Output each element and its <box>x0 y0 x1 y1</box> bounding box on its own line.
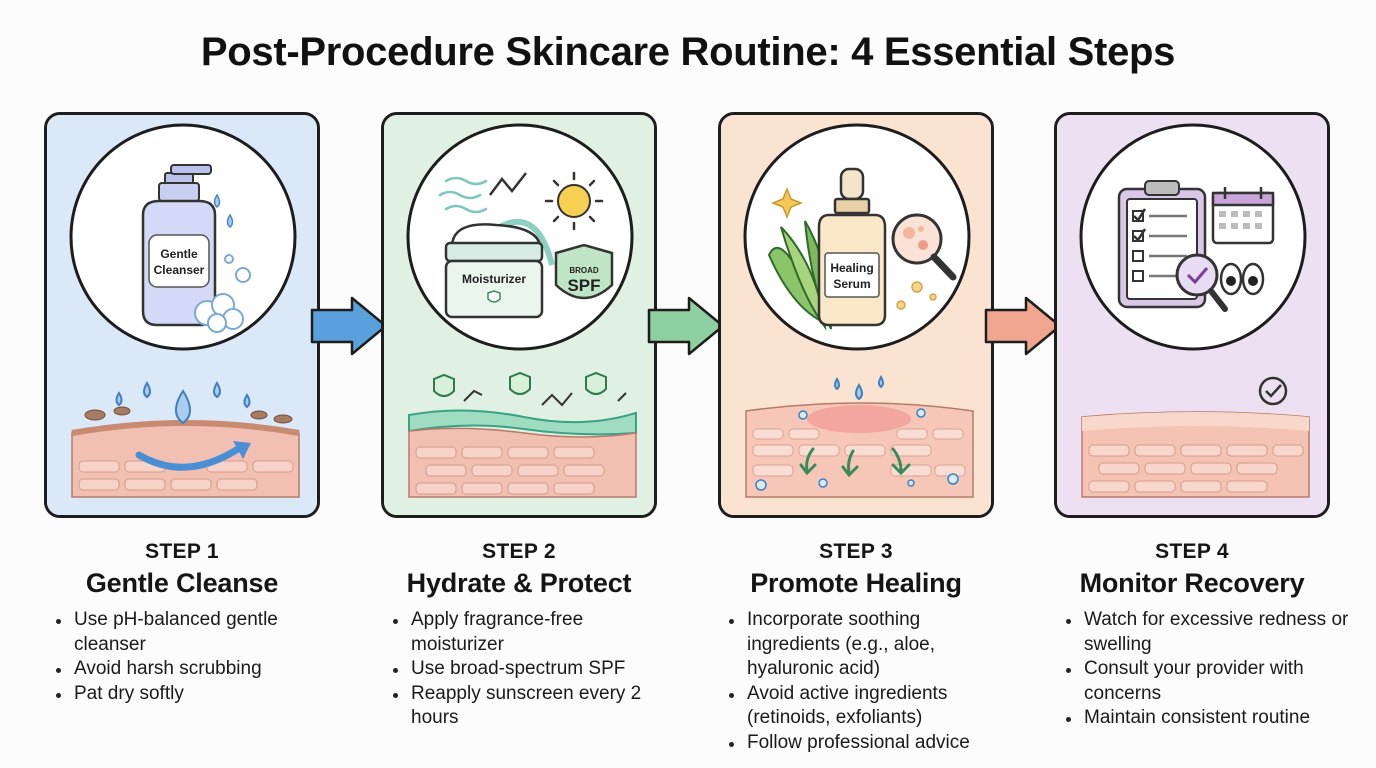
step-1-heading: STEP 1 Gentle Cleanse <box>32 540 332 599</box>
step-4-title: Monitor Recovery <box>1079 568 1305 598</box>
spf-label: SPF <box>567 276 600 295</box>
step-2-title: Hydrate & Protect <box>406 568 632 598</box>
list-item: Watch for excessive redness or swelling <box>1062 608 1352 657</box>
step-3-to-4-arrow-icon <box>984 296 1062 356</box>
list-item: Reapply sunscreen every 2 hours <box>389 682 679 731</box>
magnifier-icon <box>891 213 957 281</box>
step-3-label: STEP 3 <box>819 540 893 563</box>
step-3-title: Promote Healing <box>750 568 962 598</box>
step-4-card <box>1054 112 1330 518</box>
broad-spf-shield-icon: BROAD SPF <box>554 243 614 300</box>
step-2-bullet-list: Apply fragrance-free moisturizer Use bro… <box>389 608 679 731</box>
step-1-card: Gentle Cleanser <box>44 112 320 518</box>
step-2-label: STEP 2 <box>482 540 556 563</box>
list-item: Consult your provider with concerns <box>1062 657 1352 706</box>
skin-recovery-section <box>1081 411 1310 498</box>
step-2-to-3-arrow-icon <box>647 296 725 356</box>
step-3-bullet-list: Incorporate soothing ingredients (e.g., … <box>725 608 995 755</box>
cleanser-label-line-1: Gentle <box>160 247 198 261</box>
moisturizer-jar-icon: Moisturizer <box>444 223 544 319</box>
step-2-card: Moisturizer BROAD SPF <box>381 112 657 518</box>
glow-dots-icon <box>896 281 937 310</box>
list-item: Pat dry softly <box>52 682 342 707</box>
step-4-heading: STEP 4 Monitor Recovery <box>1042 540 1342 599</box>
skin-healing-section <box>745 374 974 498</box>
step-3-card: Healing Serum <box>718 112 994 518</box>
step-2-illustration: Moisturizer BROAD SPF <box>384 115 654 515</box>
list-item: Apply fragrance-free moisturizer <box>389 608 679 657</box>
check-circle-icon <box>1258 376 1288 406</box>
step-2-heading: STEP 2 Hydrate & Protect <box>369 540 669 599</box>
serum-label-line-2: Serum <box>833 277 870 291</box>
step-1-title: Gentle Cleanse <box>85 568 279 598</box>
serum-bottle-icon: Healing Serum <box>817 167 887 327</box>
step-1-to-2-arrow-icon <box>310 296 388 356</box>
step-4-illustration <box>1057 115 1327 515</box>
skin-cleanse-section <box>71 381 300 498</box>
serum-label-line-1: Healing <box>830 261 873 275</box>
eyes-icon <box>1219 262 1265 296</box>
list-item: Avoid active ingredients (retinoids, exf… <box>725 682 995 731</box>
trend-arrow-icon <box>489 172 527 196</box>
list-item: Maintain consistent routine <box>1062 706 1352 731</box>
step-4-bullet-list: Watch for excessive redness or swelling … <box>1062 608 1352 731</box>
step-1-label: STEP 1 <box>145 540 219 563</box>
moisturizer-label: Moisturizer <box>462 272 526 286</box>
water-drops-icon <box>213 193 234 228</box>
step-3-illustration: Healing Serum <box>721 115 991 515</box>
step-4-label: STEP 4 <box>1155 540 1229 563</box>
page-title: Post-Procedure Skincare Routine: 4 Essen… <box>200 30 1176 74</box>
spf-broad-label: BROAD <box>569 266 599 275</box>
list-item: Use pH-balanced gentle cleanser <box>52 608 342 657</box>
calendar-icon <box>1211 187 1275 245</box>
step-3-heading: STEP 3 Promote Healing <box>706 540 1006 599</box>
skin-protect-section <box>408 371 637 498</box>
foam-bubbles-icon <box>194 254 251 333</box>
air-waves-icon <box>438 176 488 214</box>
list-item: Follow professional advice <box>725 731 995 756</box>
cleanser-bottle-icon: Gentle Cleanser <box>141 164 217 327</box>
step-1-bullet-list: Use pH-balanced gentle cleanser Avoid ha… <box>52 608 342 706</box>
sparkle-icon <box>770 186 804 220</box>
list-item: Avoid harsh scrubbing <box>52 657 342 682</box>
cleanser-label-line-2: Cleanser <box>154 263 205 277</box>
step-1-illustration: Gentle Cleanser <box>47 115 317 515</box>
list-item: Use broad-spectrum SPF <box>389 657 679 682</box>
magnifier-check-icon <box>1175 253 1228 312</box>
sun-icon <box>544 171 604 231</box>
list-item: Incorporate soothing ingredients (e.g., … <box>725 608 995 682</box>
